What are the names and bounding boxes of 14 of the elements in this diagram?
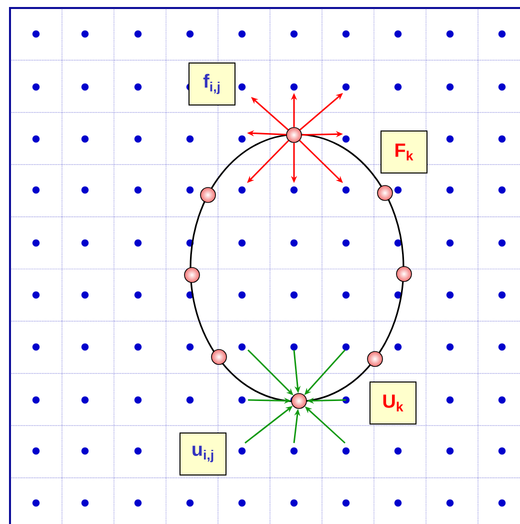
label-box: F$_{k}$	[380, 130, 428, 174]
arrow	[247, 140, 290, 183]
marker-point	[291, 393, 307, 409]
arrow	[299, 140, 343, 183]
label-box: f$_{i,j}$	[188, 62, 236, 106]
marker-point	[367, 351, 383, 367]
marker-point	[377, 185, 393, 201]
marker-point	[396, 266, 412, 282]
label-box: u$_{i,j}$	[180, 432, 226, 476]
marker-point	[200, 187, 216, 203]
marker-point	[184, 267, 200, 283]
marker-point	[286, 127, 302, 143]
marker-point	[211, 349, 227, 365]
label-box: U$_{k}$	[370, 382, 416, 424]
